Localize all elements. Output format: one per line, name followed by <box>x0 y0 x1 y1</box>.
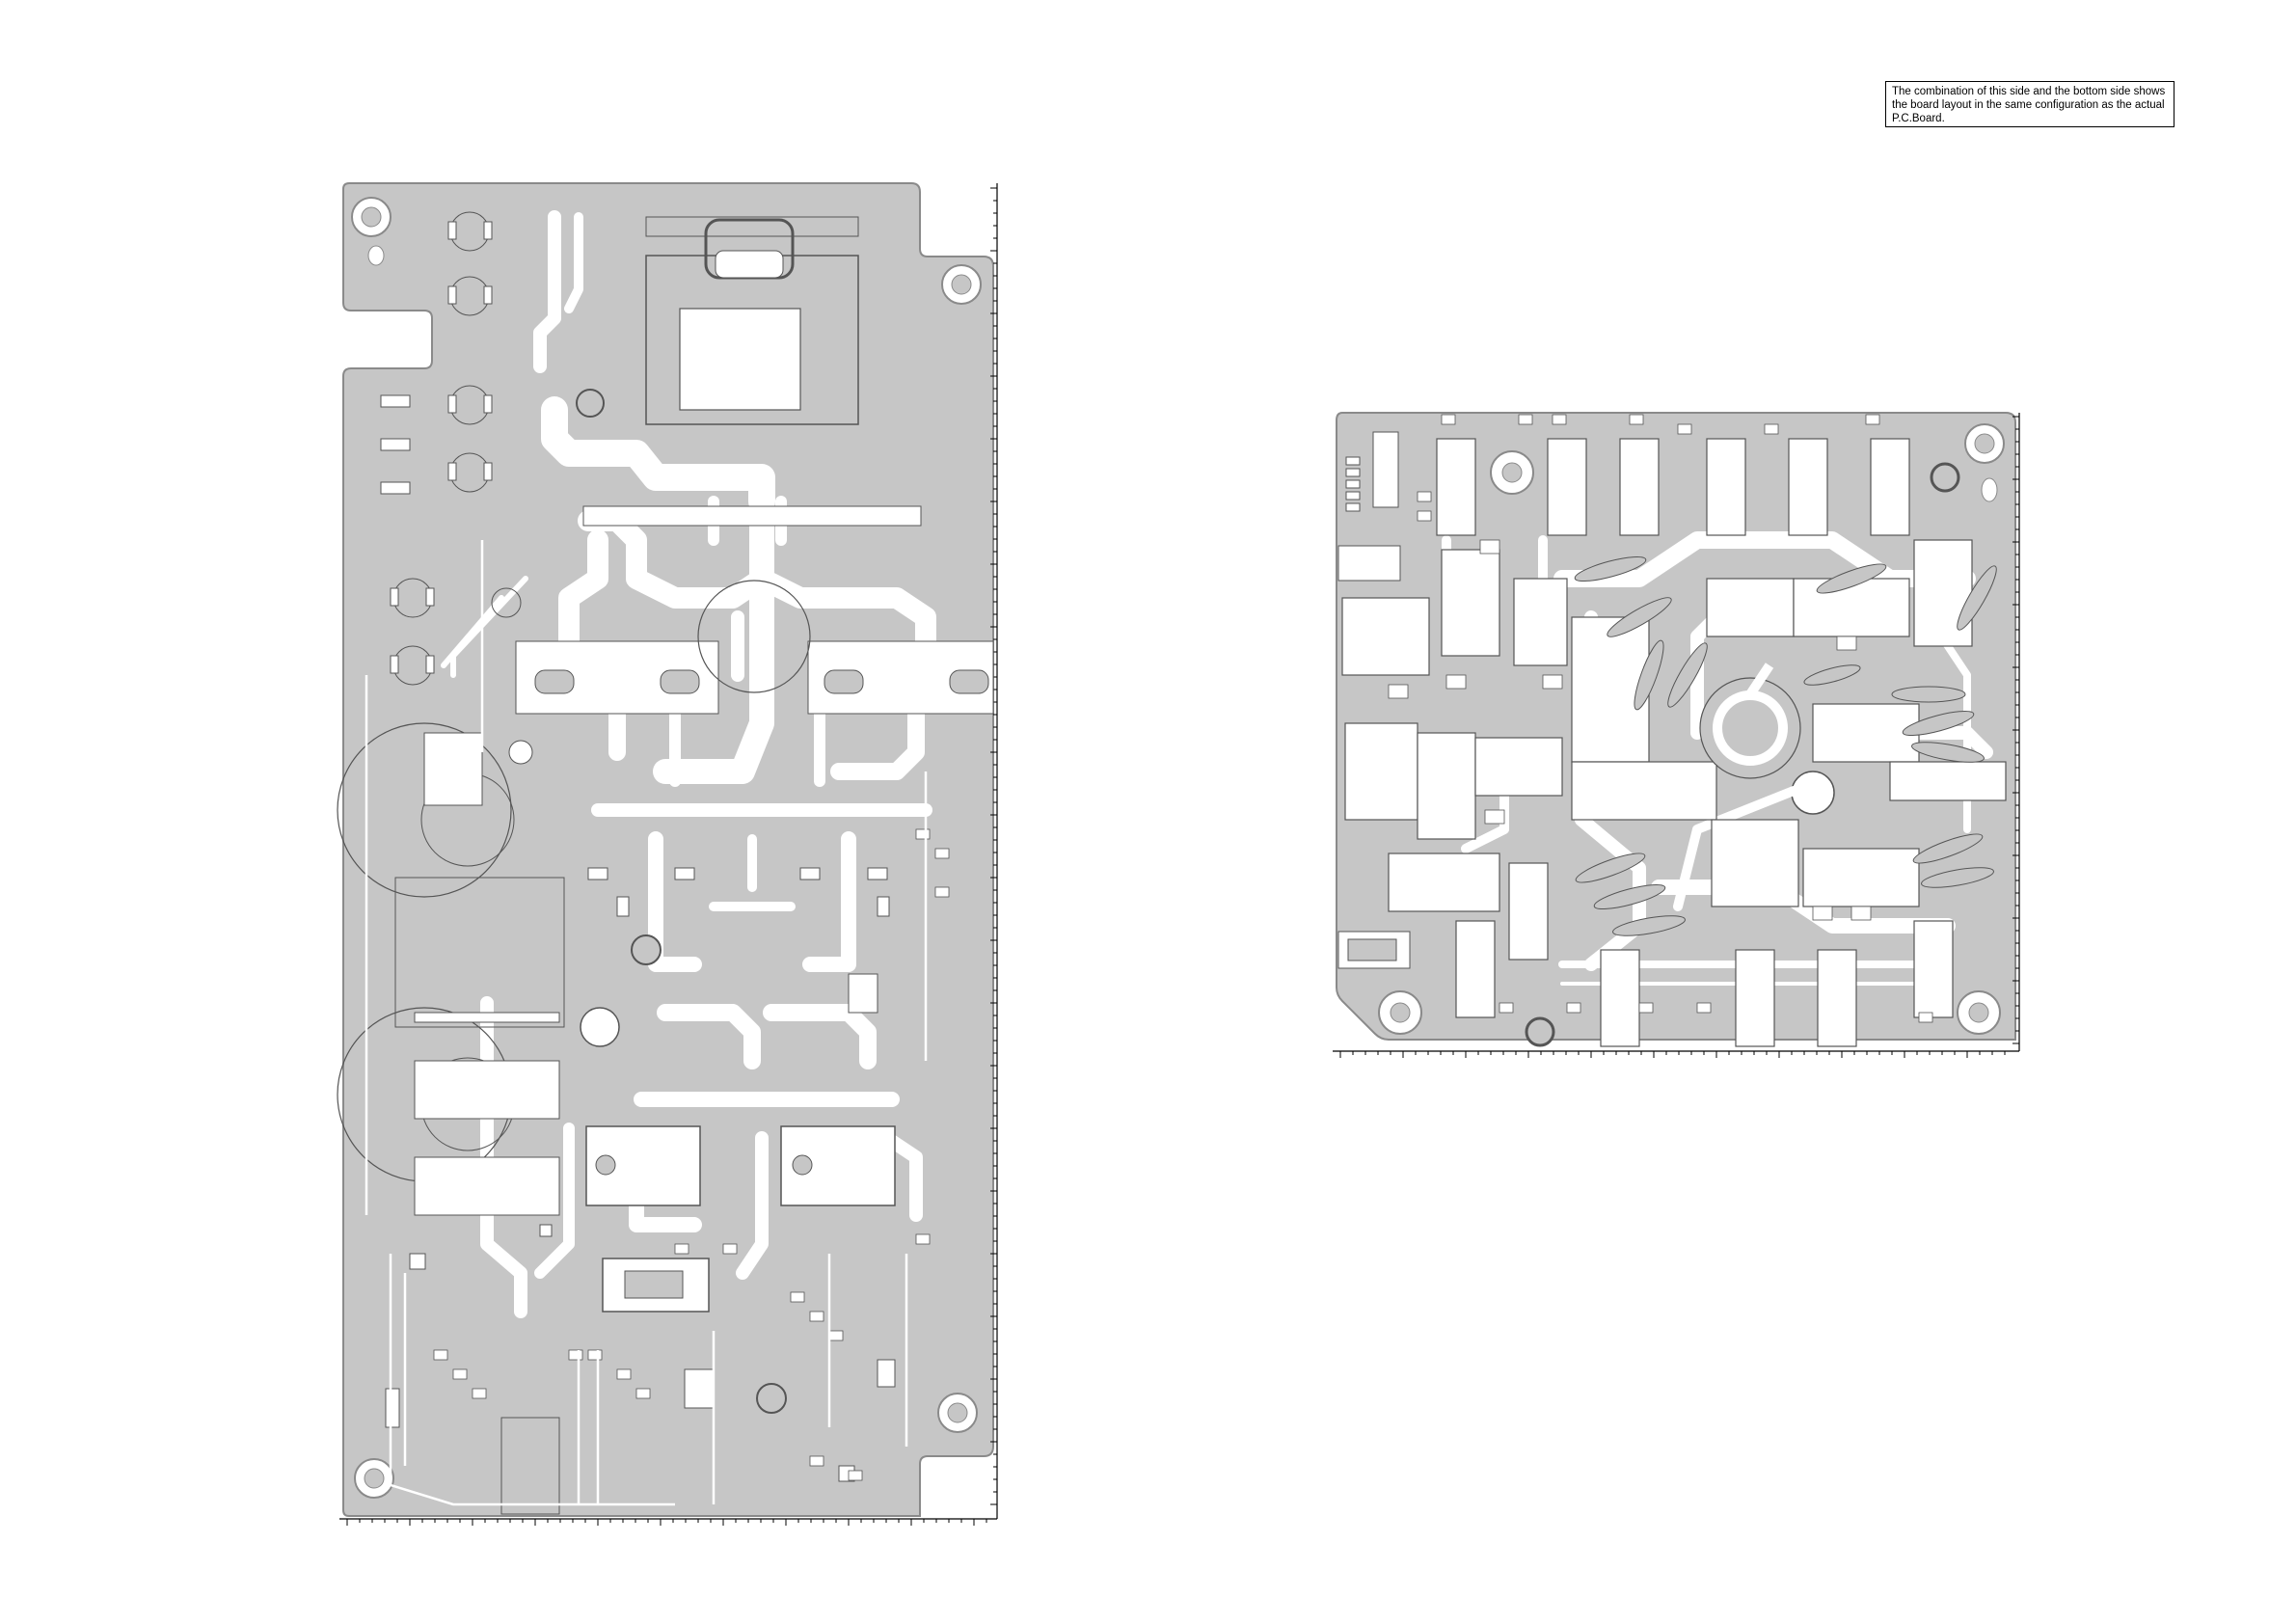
mounting-hole-center <box>362 207 381 227</box>
round-component <box>1526 1018 1553 1045</box>
connector-block-inner <box>625 1271 683 1298</box>
slot-hole <box>368 246 384 265</box>
capacitor-pad <box>415 1157 559 1215</box>
power-transistor-1-hole <box>661 670 699 693</box>
power-transistor-2-hole <box>824 670 863 693</box>
round-component <box>509 741 532 764</box>
round-component <box>632 935 661 964</box>
regulator-2-hole <box>793 1155 812 1175</box>
connector-header <box>1373 432 1398 507</box>
mounting-hole-center <box>948 1403 967 1422</box>
connector-block <box>1338 546 1400 581</box>
round-component <box>581 1008 619 1046</box>
power-transistor-2-hole <box>950 670 988 693</box>
capacitor-pad <box>415 1013 559 1022</box>
mounting-hole-center <box>365 1469 384 1488</box>
regulator-1-hole <box>596 1155 615 1175</box>
slot-hole <box>1982 478 1997 501</box>
mounting-hole-center <box>1391 1003 1410 1022</box>
left-board-outline <box>343 183 993 1516</box>
power-transistor-1-hole <box>535 670 574 693</box>
capacitor-pad <box>415 1061 559 1119</box>
connector-pins <box>1346 457 1360 511</box>
mounting-hole-center <box>1969 1003 1988 1022</box>
round-component <box>1792 771 1834 814</box>
left-board <box>338 183 997 1526</box>
mounting-hole-center <box>1502 463 1522 482</box>
right-board <box>1333 413 2019 1058</box>
transformer-pad <box>716 251 783 278</box>
transformer-core <box>680 309 800 410</box>
connector-block-inner <box>1348 939 1396 961</box>
heatsink-bar <box>583 506 921 526</box>
left-ruler-horizontal-ticks <box>347 1519 986 1526</box>
mounting-hole-center <box>952 275 971 294</box>
mounting-hole-center <box>1975 434 1994 453</box>
round-component <box>1931 464 1958 491</box>
right-ruler-horizontal-ticks <box>1340 1051 2005 1058</box>
round-component <box>577 390 604 417</box>
capacitor-pad <box>424 733 482 805</box>
round-component <box>757 1384 786 1413</box>
